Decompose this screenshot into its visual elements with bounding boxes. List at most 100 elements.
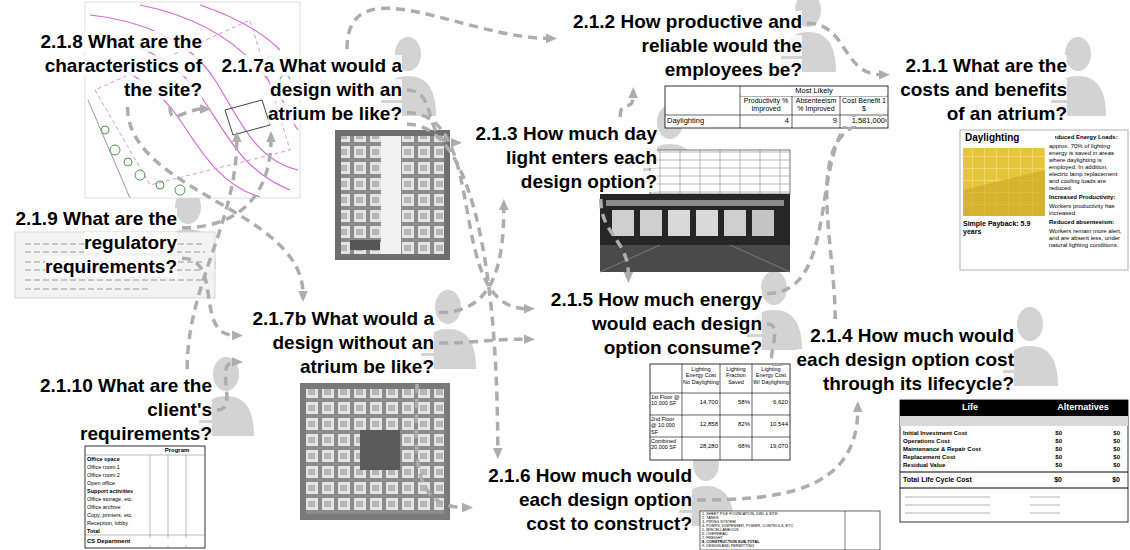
table-text: $0 bbox=[1020, 462, 1062, 469]
table-text: Workers productivity has increased bbox=[1049, 203, 1126, 217]
question-node: 2.1.7b What would a design without an at… bbox=[246, 305, 436, 381]
daylighting-panel bbox=[960, 130, 1128, 270]
table-text: Open office bbox=[87, 480, 149, 486]
question-text: 2.1.7b What would a design without an at… bbox=[252, 308, 434, 377]
table-text: Office room 2 bbox=[87, 472, 149, 478]
connector-line bbox=[601, 199, 629, 275]
question-node: 2.1.10 What are the client's requirement… bbox=[35, 372, 214, 448]
table-text: Operations Cost bbox=[903, 438, 1015, 445]
question-node: 2.1.7a What would a design with an atriu… bbox=[214, 52, 404, 128]
arrowhead bbox=[298, 291, 308, 302]
connector-line bbox=[620, 95, 633, 117]
table-text: 1st Floor @ 10,000 SF bbox=[651, 394, 681, 407]
connector-line bbox=[439, 339, 527, 343]
table-text: Daylighting bbox=[965, 132, 1055, 144]
arrowhead bbox=[462, 503, 473, 513]
table-text: 28,280 bbox=[683, 443, 718, 450]
question-node: 2.1.4 How much would each design option … bbox=[790, 322, 1016, 398]
table-text: Lighting Fraction Saved bbox=[721, 366, 751, 385]
table-text: Combined 20,000 SF bbox=[651, 438, 681, 451]
table-text: Alternatives bbox=[1040, 402, 1126, 413]
table-text: Office storage, etc. bbox=[87, 496, 149, 502]
table-text: 9 bbox=[793, 117, 837, 126]
atrium-model-photo bbox=[335, 130, 450, 260]
question-node: 2.1.2 How productive and reliable would … bbox=[560, 8, 804, 84]
table-text: Productivity % Improved bbox=[741, 97, 791, 114]
table-text: Increased Productivity: bbox=[1049, 194, 1126, 201]
dashed-arrow bbox=[601, 199, 633, 283]
table-text: $0 bbox=[1020, 476, 1062, 484]
table-text: 2nd Floor @ 10,000 SF bbox=[651, 416, 681, 435]
table-text: $0 bbox=[1020, 446, 1062, 453]
table-text: 14,700 bbox=[683, 399, 718, 406]
arrowhead bbox=[524, 304, 535, 314]
connector-line bbox=[170, 107, 203, 116]
connector-line bbox=[767, 324, 779, 368]
question-node: 2.1.1 What are the costs and benefits of… bbox=[893, 52, 1069, 128]
table-text: 12,858 bbox=[683, 421, 718, 428]
connector-line bbox=[347, 8, 549, 49]
dashed-arrow bbox=[416, 384, 473, 512]
question-node: 2.1.3 How much day light enters each des… bbox=[465, 120, 659, 196]
arrowhead bbox=[853, 401, 863, 412]
connector-line bbox=[182, 139, 271, 228]
dashed-arrow bbox=[807, 23, 890, 79]
question-text: 2.1.7a What would a design with an atriu… bbox=[221, 55, 402, 124]
arrowhead bbox=[451, 138, 462, 148]
table-text: Office archive bbox=[87, 504, 149, 510]
arrowhead bbox=[879, 70, 890, 80]
table-text: Life bbox=[900, 402, 1040, 413]
dashed-arrow bbox=[697, 401, 863, 500]
table-text: 19,070 bbox=[753, 443, 788, 450]
table-text: Workers remain more alert, and are absen… bbox=[1049, 228, 1126, 249]
client-program-table bbox=[85, 446, 205, 548]
table-text: Maintenance & Repair Cost bbox=[903, 446, 1015, 453]
dashed-arrow bbox=[620, 87, 638, 117]
question-text: 2.1.1 What are the costs and benefits of… bbox=[900, 55, 1067, 124]
table-text: approx. 70% of lighting energy is saved … bbox=[1049, 143, 1126, 192]
table-text: Replacement Cost bbox=[903, 454, 1015, 461]
table-text: Lighting Energy Cost No Daylighting bbox=[683, 366, 719, 385]
table-text: Daylighting bbox=[667, 117, 739, 126]
table-text: $0 bbox=[1075, 430, 1120, 437]
arrowhead bbox=[493, 448, 503, 459]
connector-line bbox=[697, 409, 858, 500]
question-text: 2.1.5 How much energy would each design … bbox=[551, 289, 762, 358]
text-column: Reduced Energy Loads: approx. 70% of ligh… bbox=[1049, 134, 1126, 251]
table-text: Most Likely bbox=[741, 87, 887, 96]
table-text: Reduced Energy Loads: bbox=[1049, 134, 1126, 141]
connector-line bbox=[187, 139, 237, 369]
table-text: $0 bbox=[1075, 454, 1120, 461]
question-text: 2.1.4 How much would each design option … bbox=[797, 325, 1014, 394]
dashed-arrow bbox=[407, 124, 503, 459]
arrowhead bbox=[232, 331, 243, 341]
connector-line bbox=[407, 90, 454, 143]
question-text: 2.1.8 What are the characteristics of th… bbox=[40, 31, 202, 100]
question-node: 2.1.5 How much energy would each design … bbox=[538, 286, 764, 362]
dashed-arrow bbox=[767, 100, 890, 293]
table-text: $0 bbox=[1020, 454, 1062, 461]
arrowhead bbox=[200, 104, 211, 114]
question-node: 2.1.6 How much would each design option … bbox=[476, 462, 694, 538]
table-text: 68% bbox=[721, 443, 750, 450]
table-text: 58% bbox=[721, 399, 750, 406]
dashed-arrow bbox=[170, 104, 211, 116]
question-text: 2.1.6 How much would each design option … bbox=[488, 465, 692, 534]
arrowhead bbox=[232, 131, 242, 142]
question-text: 2.1.9 What are the regulatory requiremen… bbox=[15, 208, 177, 277]
table-text: 6,620 bbox=[753, 399, 788, 406]
lifecycle-table bbox=[900, 400, 1128, 522]
table-text: Residual Value bbox=[903, 462, 1015, 469]
no-atrium-model-photo bbox=[300, 383, 450, 520]
table-text: Total Life Cycle Cost bbox=[903, 476, 1015, 484]
table-text: $0 bbox=[1020, 438, 1062, 445]
table-text: Reception, lobby bbox=[87, 520, 149, 526]
question-text: 2.1.3 How much day light enters each des… bbox=[475, 123, 657, 192]
table-text: 4 bbox=[741, 117, 789, 126]
table-text: Office room 1 bbox=[87, 464, 149, 470]
table-text: Lighting Energy Cost W/ Daylighting bbox=[753, 366, 789, 385]
dashed-arrow bbox=[347, 8, 557, 49]
table-text: Copy, printers, etc. bbox=[87, 512, 149, 518]
arrowhead bbox=[546, 34, 557, 44]
